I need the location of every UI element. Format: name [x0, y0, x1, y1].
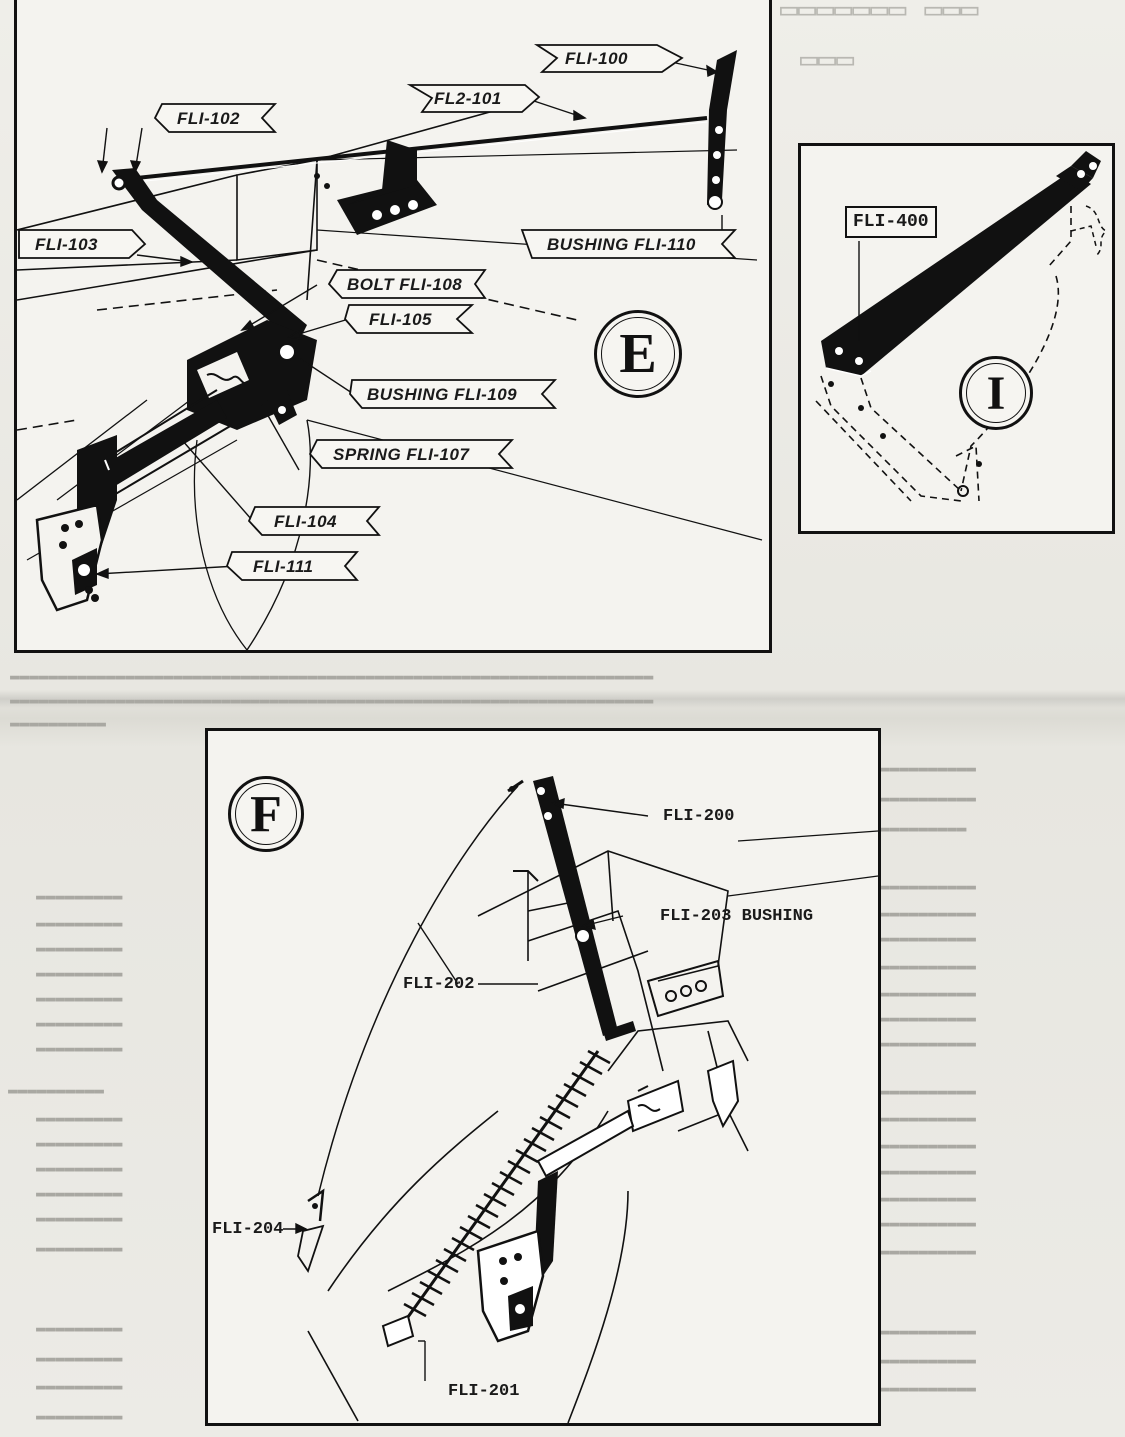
label-fli-200: FLI-200 — [663, 807, 735, 826]
paper-fold — [0, 690, 1125, 708]
label-fl2-101: FL2-101 — [434, 89, 502, 108]
label-bolt-fli-108: BOLT FLI-108 — [347, 275, 463, 294]
figure-e-panel: FLI-100 FL2-101 FLI-102 FLI-103 BUSHING … — [14, 0, 772, 653]
label-fli-105: FLI-105 — [369, 310, 433, 329]
label-fli-400: FLI-400 — [845, 206, 937, 238]
label-fli-111: FLI-111 — [253, 557, 314, 576]
label-fli-201: FLI-201 — [448, 1382, 520, 1401]
label-spring-fli-107: SPRING FLI-107 — [333, 445, 470, 464]
figure-f-drawing — [283, 776, 878, 1423]
figure-i-badge: I — [959, 356, 1033, 430]
figure-f-panel: F FLI-200 FLI-203 BUSHING FLI-202 FLI-20… — [205, 728, 881, 1426]
figure-i-panel: FLI-400 I — [798, 143, 1115, 534]
label-fli-100: FLI-100 — [565, 49, 629, 68]
figure-f-badge: F — [228, 776, 304, 852]
label-fli-203-bushing: FLI-203 BUSHING — [660, 907, 814, 926]
label-fli-204: FLI-204 — [212, 1220, 284, 1239]
figure-i-drawing — [815, 151, 1108, 502]
label-fli-103: FLI-103 — [35, 235, 99, 254]
label-fli-102: FLI-102 — [177, 109, 241, 128]
bleed-through-heading: ▭▭▭▭▭▭▭ ▭▭▭ — [780, 0, 979, 29]
figure-e-badge: E — [594, 310, 682, 398]
label-fli-202: FLI-202 — [403, 975, 475, 994]
label-bushing-fli-110: BUSHING FLI-110 — [547, 235, 696, 254]
label-fli-104: FLI-104 — [274, 512, 338, 531]
label-bushing-fli-109: BUSHING FLI-109 — [367, 385, 518, 404]
bleed-through-heading-2: ▭▭▭ — [800, 45, 855, 79]
figure-e-drawing — [17, 44, 763, 650]
